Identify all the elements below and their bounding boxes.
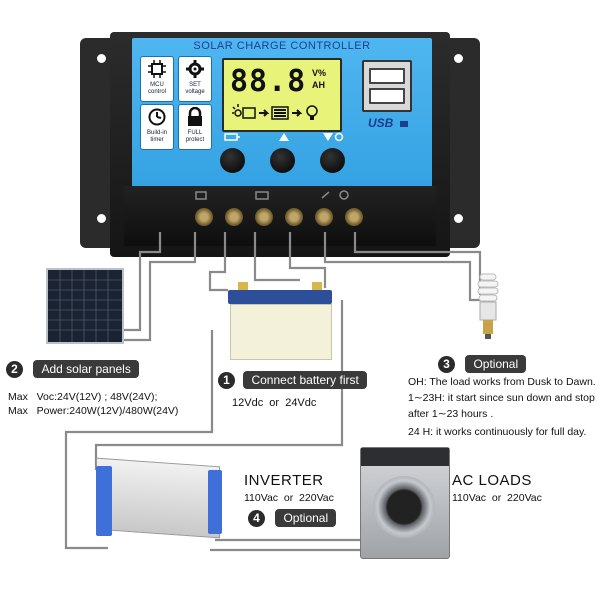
solar-symbol-icon [224, 133, 240, 141]
solar-panel-cells [48, 270, 122, 342]
inverter-voltage: 110Vac or 220Vac [244, 492, 334, 504]
inverter-end-cap-right [208, 470, 222, 534]
terminal-symbols [195, 190, 349, 200]
battery-title: Connect battery first [243, 371, 367, 389]
tile-timer-label: Build-in timer [146, 130, 167, 143]
usb-ports [362, 60, 412, 112]
solar-spec-2-key: Max [8, 405, 28, 417]
charge-controller: SOLAR CHARGE CONTROLLER MCU control SET … [80, 32, 480, 257]
tile-timer: Build-in timer [140, 104, 174, 150]
clock-icon [148, 108, 166, 126]
load-section-heading: 3 Optional [438, 355, 527, 373]
inverter-end-cap [96, 466, 112, 536]
tile-mcu: MCU control [140, 56, 174, 102]
inverter [96, 457, 226, 542]
ac-loads-voltage: 110Vac or 220Vac [452, 492, 542, 504]
lcd-display: 88.8 V% AH [222, 58, 342, 132]
solar-title: Add solar panels [33, 360, 139, 378]
terminal-block [124, 186, 436, 246]
lcd-unit-top: V% [312, 68, 327, 78]
down-button[interactable] [320, 148, 345, 173]
usb-port-2[interactable] [369, 88, 405, 104]
step-number-3: 3 [438, 356, 455, 373]
terminal-load-positive[interactable] [315, 208, 333, 226]
usb-badge: USB [368, 114, 408, 132]
cfl-bulb-icon [477, 273, 499, 339]
flow-icons [232, 104, 318, 120]
inverter-name: INVERTER [244, 472, 324, 489]
battery-case [230, 304, 332, 360]
solar-panel [46, 268, 124, 344]
load-line-4: 24 H: it works continuously for full day… [408, 426, 587, 438]
load-title: Optional [465, 355, 527, 373]
usb-label: USB [368, 116, 394, 130]
washing-machine [360, 447, 450, 559]
lcd-unit-bottom: AH [312, 80, 325, 90]
battery-voltage: 12Vdc or 24Vdc [232, 397, 317, 409]
solar-section-heading: 2 Add solar panels [6, 360, 139, 378]
tile-protect-label: FULL protect [185, 130, 205, 143]
step-number-4: 4 [248, 510, 265, 527]
lcd-digits: 88.8 [230, 64, 307, 99]
tile-mcu-label: MCU control [147, 82, 166, 95]
solar-spec-2: Max Power:240W(12V)/480W(24V) [8, 404, 178, 418]
usb-plug-icon [399, 121, 408, 127]
menu-button[interactable] [220, 148, 245, 173]
inverter-title: Optional [275, 509, 337, 527]
solar-spec-2-val: Power:240W(12V)/480W(24V) [36, 405, 179, 417]
lock-icon [188, 107, 202, 126]
washer-control-strip [361, 448, 449, 466]
battery-lid [228, 290, 332, 304]
inverter-section-heading: 4 Optional [248, 509, 337, 527]
washer-door [373, 476, 435, 538]
load-line-3: after 1∼23 hours . [408, 408, 494, 420]
battery-terminal-neg [312, 282, 322, 290]
battery [228, 282, 332, 360]
terminal-solar-positive[interactable] [195, 208, 213, 226]
load-line-2: 1∼23H: it start since sun down and stop [408, 392, 595, 404]
inverter-body [96, 457, 220, 539]
battery-terminal-pos [238, 282, 248, 290]
step-number-2: 2 [6, 361, 23, 378]
battery-section-heading: 1 Connect battery first [218, 371, 367, 389]
tile-set-voltage: SET voltage [178, 56, 212, 102]
load-line-1: OH: The load works from Dusk to Dawn. [408, 376, 596, 388]
controller-title: SOLAR CHARGE CONTROLLER [193, 40, 371, 52]
solar-spec-1: Max Voc:24V(12V) ; 48V(24V); [8, 390, 157, 404]
up-symbol-icon [279, 133, 289, 141]
chip-icon [148, 60, 166, 78]
step-number-1: 1 [218, 372, 235, 389]
ac-loads-name: AC LOADS [452, 472, 532, 489]
usb-port-1[interactable] [369, 68, 405, 84]
solar-spec-1-val: Voc:24V(12V) ; 48V(24V); [36, 391, 158, 403]
terminal-battery-negative[interactable] [285, 208, 303, 226]
tile-protect: FULL protect [178, 104, 212, 150]
down-symbol-icon [323, 132, 344, 142]
terminal-solar-negative[interactable] [225, 208, 243, 226]
terminal-load-negative[interactable] [345, 208, 363, 226]
terminal-battery-positive[interactable] [255, 208, 273, 226]
up-button[interactable] [270, 148, 295, 173]
solar-spec-1-key: Max [8, 391, 28, 403]
tile-set-label: SET voltage [185, 82, 205, 95]
gear-icon [186, 60, 204, 78]
